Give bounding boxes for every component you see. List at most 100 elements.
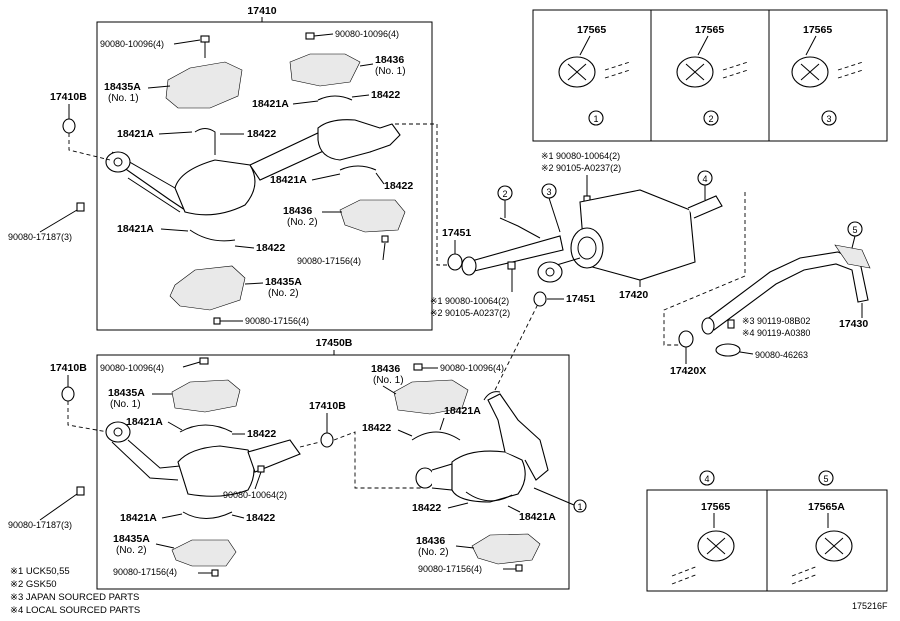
hanger-bottom-4-part: 17565 [701,501,730,513]
front-gasket-17410b [62,118,76,134]
rear-clamp-lower-left [182,511,233,519]
muffler-gasket-17451-top [447,253,463,271]
front-clamp-18421a-2-label: 18421A [117,128,154,140]
rear-bolt-10064 [257,465,265,473]
rear-gasket-17410b [61,386,75,402]
rear-nut-17187-label: 90080-17187(3) [8,520,72,530]
hanger-top-2-callout: 2 [708,114,713,124]
rear-left-catalytic-converter [105,421,301,497]
rear-shield-18435a-bot-label: 18435A [113,533,150,545]
rear-gasket-17410b-mid [320,432,334,448]
rear-clamp-18421a-3-label: 18421A [120,512,157,524]
rear-clamp-18422-2-label: 18422 [362,422,391,434]
rear-shield-18436-top-label: 18436 [371,363,400,375]
rear-group-number: 17450B [316,337,353,349]
hanger-top-3-callout: 3 [826,114,831,124]
muffler-callout-3: 3 [546,187,551,197]
hanger-bottom-4: 4 17565 [671,470,735,585]
legend-note-4: ※4 LOCAL SOURCED PARTS [10,605,140,616]
rear-bolt-10064-label: 90080-10064(2) [223,490,287,500]
muffler-note-a1: ※1 90080-10064(2) [541,151,620,161]
rear-group-frame [96,354,570,590]
front-shield-18436-top-note: (No. 1) [375,66,406,77]
front-shield-18435a-bot-note: (No. 2) [268,288,299,299]
front-group-frame [96,21,433,331]
muffler-note-b2: ※2 90105-A0237(2) [430,308,510,318]
tail-callout-5: 5 [852,225,857,235]
legend-note-3: ※3 JAPAN SOURCED PARTS [10,592,139,603]
front-bolt-top2 [305,32,315,40]
rear-callout-1-circle [573,499,587,513]
muffler-note-a2: ※2 90105-A0237(2) [541,163,621,173]
rear-nut-b [515,564,523,572]
hanger-top-1: 17565 1 [558,24,631,126]
muffler-gasket-17451-top-label: 17451 [442,227,471,239]
front-shield-18436-no1 [289,53,361,87]
rear-clamp-upper-left [179,424,233,433]
rear-clamp-18422-1-label: 18422 [247,428,276,440]
rear-shield-18436-no1 [393,379,469,415]
front-group-number: 17410 [247,5,276,17]
muffler-bolt-lower [507,261,516,270]
rear-nut-17187 [76,486,85,496]
muffler-17420-label: 17420 [619,289,648,301]
tail-pipe-17430 [701,244,871,335]
front-clamp-18422-4-label: 18422 [256,242,285,254]
front-shield-18436-top-label: 18436 [375,54,404,66]
rear-clamp-18421a-4-label: 18421A [519,511,556,523]
front-clamp-18422-3-label: 18422 [384,180,413,192]
rear-shield-18436-bot-label: 18436 [416,535,445,547]
front-shield-18436-no2 [339,199,406,233]
rear-shield-18435a-no1 [171,379,241,413]
rear-clamp-lower-right [465,491,513,502]
diagram-code: 175216F [852,601,888,611]
front-catalytic-converter-assembly [105,119,401,216]
front-clamp-mid [194,128,216,155]
muffler-gasket-17451-bot-label: 17451 [566,293,595,305]
hanger-top-2: 17565 2 [676,24,749,126]
hanger-top-2-part: 17565 [695,24,724,36]
tail-clamp [715,343,741,357]
hanger-bottom-4-callout: 4 [704,474,709,484]
rear-shield-18435a-no2 [171,539,237,567]
front-nut-17187 [76,202,85,212]
muffler-note-b1: ※1 90080-10064(2) [430,296,509,306]
front-shield-18436-bot-note: (No. 2) [287,217,318,228]
legend-note-2: ※2 GSK50 [10,579,57,590]
rear-clamp-18422-3-label: 18422 [246,512,275,524]
rear-shield-18435a-top-label: 18435A [108,387,145,399]
tail-bolt [727,319,735,329]
rear-bolt-top2-label: 90080-10096(4) [440,363,504,373]
rear-nut-17156b-label: 90080-17156(4) [418,564,482,574]
front-nut-b [213,317,221,325]
rear-clamp-18421a-1-label: 18421A [126,416,163,428]
tail-note-c4: ※4 90119-A0380 [742,328,810,338]
rear-clamp-18422-4-label: 18422 [412,502,441,514]
front-nut-17156a-label: 90080-17156(4) [297,256,361,266]
muffler-callout-2: 2 [502,189,507,199]
front-clamp-18421a-4-label: 18421A [117,223,154,235]
front-nut-17187-label: 90080-17187(3) [8,232,72,242]
front-shield-18435a-top-note: (No. 1) [108,93,139,104]
front-bolt-top [200,35,210,58]
rear-shield-18436-bot-note: (No. 2) [418,547,449,558]
rear-bolt-top2 [413,363,423,371]
rear-gasket-17410b-mid-label: 17410B [309,400,346,412]
rear-shield-18435a-bot-note: (No. 2) [116,545,147,556]
front-shield-18435a-top-label: 18435A [104,81,141,93]
hanger-top-1-callout: 1 [593,114,598,124]
rear-nut-a [211,569,219,577]
rear-clamp-18421a-2-label: 18421A [444,405,481,417]
front-shield-18435a-bot-label: 18435A [265,276,302,288]
hanger-bottom-5: 5 17565A [791,470,853,585]
front-clamp-18421a-3-label: 18421A [270,174,307,186]
tail-17430-label: 17430 [839,318,868,330]
front-clamp-18422-2-label: 18422 [247,128,276,140]
front-clamp-18421a-1-label: 18421A [252,98,289,110]
tail-note-c3: ※3 90119-08B02 [742,316,810,326]
hanger-bottom-5-part: 17565A [808,501,845,513]
front-clamp-18422-1-label: 18422 [371,89,400,101]
hanger-top-3: 17565 3 [791,24,864,126]
front-shield-18435a-no2 [169,265,246,311]
